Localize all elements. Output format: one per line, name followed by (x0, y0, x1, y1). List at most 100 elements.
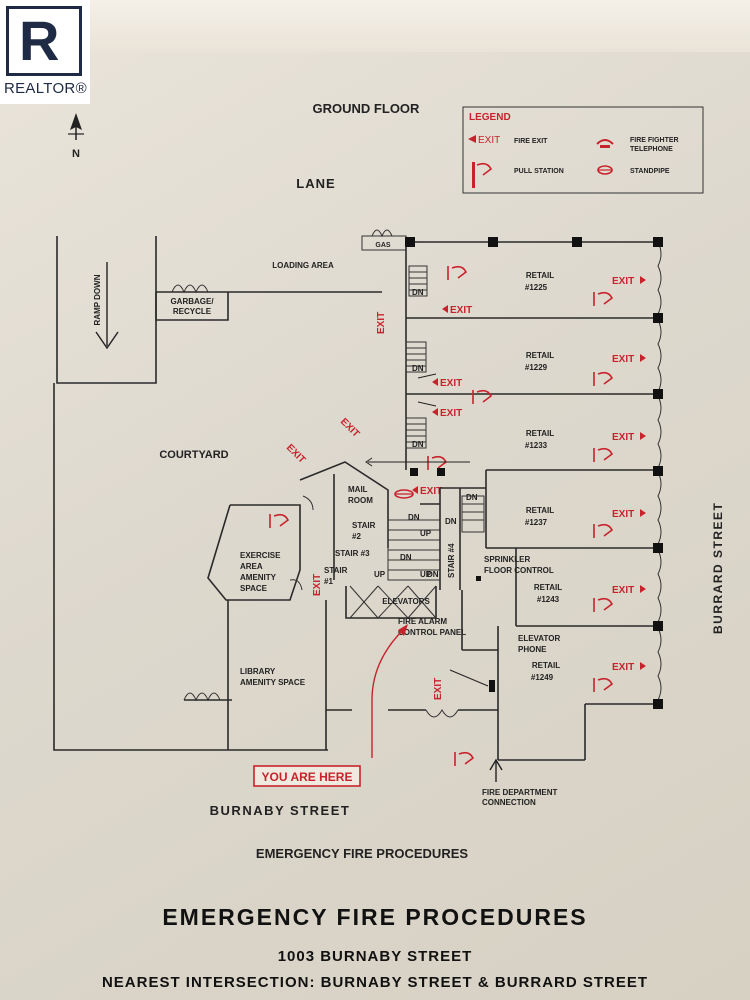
svg-text:RETAIL: RETAIL (534, 583, 562, 592)
floor-title: GROUND FLOOR (313, 101, 420, 116)
mail-room-label-1: MAIL (348, 485, 368, 494)
elevator-phone-label-2: PHONE (518, 645, 547, 654)
stair-2-label-2: #2 (352, 532, 361, 541)
svg-text:#1233: #1233 (525, 441, 548, 450)
up-mark-2: UP (374, 570, 386, 579)
exit-sign-loading: EXIT (376, 312, 387, 334)
courtyard-label: COURTYARD (159, 449, 228, 461)
legend-standpipe-icon (597, 165, 613, 175)
garbage-bins (171, 284, 209, 294)
exit-sign-1225: EXIT (612, 276, 634, 287)
exercise-label-4: SPACE (240, 584, 268, 593)
up-mark-3: UP (420, 570, 432, 579)
svg-text:#1225: #1225 (525, 283, 548, 292)
pull-station-icons (269, 265, 614, 766)
retail-unit-1243: RETAIL #1243 (534, 583, 562, 604)
legend-exit-symbol: EXIT (478, 135, 500, 146)
legend-pull-station-label: PULL STATION (514, 168, 564, 175)
exit-sign-1237: EXIT (612, 509, 634, 520)
retail-unit-1233: RETAIL #1233 (525, 429, 554, 450)
stair-2-label-1: STAIR (352, 521, 376, 530)
exit-sign-1233: EXIT (612, 432, 634, 443)
legend-box: LEGEND EXIT FIRE EXIT FIRE FIGHTER TELEP… (462, 106, 704, 194)
footer-title: EMERGENCY FIRE PROCEDURES (162, 904, 588, 930)
svg-text:RETAIL: RETAIL (526, 506, 554, 515)
svg-text:RETAIL: RETAIL (526, 271, 554, 280)
exit-sign-south: EXIT (433, 678, 444, 700)
standpipe-icon-mail (394, 489, 414, 499)
column-markers (405, 237, 663, 709)
realtor-brand: REALTOR (4, 80, 76, 97)
retail-unit-1237: RETAIL #1237 (525, 506, 554, 527)
elevators-label: ELEVATORS (382, 597, 430, 606)
exit-sign-corridor-2: EXIT (440, 408, 462, 419)
exit-sign-corridor-1: EXIT (440, 378, 462, 389)
exit-sign-stair1: EXIT (312, 574, 323, 596)
fire-dept-connection-icon (489, 758, 503, 782)
gas-bumps (371, 229, 393, 238)
legend-pull-station-icon (472, 162, 493, 188)
site-outline (53, 236, 382, 751)
ramp-down-arrow-icon (95, 262, 119, 350)
exit-sign-stair-north: EXIT (450, 305, 472, 316)
realtor-logo-icon: R (6, 6, 82, 76)
stair-4-label: STAIR #4 (447, 543, 456, 578)
exercise-label-1: EXERCISE (240, 551, 281, 560)
realtor-trademark: ® (75, 80, 87, 97)
west-exits: EXIT EXIT EXIT EXIT EXIT EXIT EXIT EXIT … (284, 305, 472, 700)
dn-mark-2: DN (412, 364, 424, 373)
elevator-phone-label-1: ELEVATOR (518, 634, 560, 643)
exercise-label-2: AREA (240, 562, 263, 571)
lobby-walls (326, 590, 498, 718)
alarm-panel-pointer (449, 669, 489, 687)
dn-mark-1: DN (412, 288, 424, 297)
stair-1-label-2: #1 (324, 577, 333, 586)
exit-sign-1229: EXIT (612, 354, 634, 365)
dn-mark-7: DN (400, 553, 412, 562)
retail-unit-1225: RETAIL #1225 (525, 271, 554, 292)
lane-label: LANE (296, 176, 335, 191)
stair-north (405, 265, 485, 533)
library-label-1: LIBRARY (240, 667, 276, 676)
east-exits: EXIT EXIT EXIT EXIT EXIT EXIT (612, 276, 646, 673)
sprinkler-label-1: SPRINKLER (484, 555, 530, 564)
svg-text:RETAIL: RETAIL (526, 351, 554, 360)
retail-unit-1249: RETAIL #1249 (531, 661, 560, 682)
sprinkler-label-2: FLOOR CONTROL (484, 566, 554, 575)
exit-sign-mail: EXIT (420, 486, 442, 497)
realtor-watermark: R REALTOR® (0, 0, 90, 104)
street-east-label: BURRARD STREET (711, 502, 725, 634)
plan-caption: EMERGENCY FIRE PROCEDURES (256, 846, 468, 861)
street-south-label: BURNABY STREET (210, 803, 351, 818)
dn-mark-4: DN (466, 493, 478, 502)
exit-sign-1243: EXIT (612, 585, 634, 596)
up-mark-1: UP (420, 529, 432, 538)
stair-3-label: STAIR #3 (335, 549, 370, 558)
svg-text:#1237: #1237 (525, 518, 548, 527)
footer-intersection: NEAREST INTERSECTION: BURNABY STREET & B… (101, 974, 649, 991)
svg-text:RETAIL: RETAIL (532, 661, 560, 670)
svg-text:#1249: #1249 (531, 673, 554, 682)
svg-text:#1243: #1243 (537, 595, 560, 604)
legend-fire-exit-label: FIRE EXIT (514, 138, 548, 145)
you-are-here-path (371, 624, 408, 758)
fire-alarm-label-2: CONTROL PANEL (398, 628, 466, 637)
fdc-label-2: CONNECTION (482, 798, 536, 807)
amenity-walls (183, 495, 327, 750)
mail-room-label-2: ROOM (348, 496, 373, 505)
exercise-label-3: AMENITY (240, 573, 277, 582)
corridor-arrows (365, 373, 470, 467)
exit-sign-1249: EXIT (612, 662, 634, 673)
gas-label: GAS (375, 242, 391, 249)
dn-mark-5: DN (445, 517, 457, 526)
sprinkler-valve-icon (476, 576, 481, 581)
garbage-label-line1: GARBAGE/ (170, 297, 214, 306)
legend-exit-arrow-icon (468, 135, 476, 143)
dn-mark-6: DN (408, 513, 420, 522)
retail-block-walls (405, 241, 662, 761)
loading-area-label: LOADING AREA (272, 261, 334, 270)
legend-title: LEGEND (469, 112, 511, 123)
stair-1-label-1: STAIR (324, 566, 348, 575)
legend-ff-telephone-line2: TELEPHONE (630, 146, 673, 153)
